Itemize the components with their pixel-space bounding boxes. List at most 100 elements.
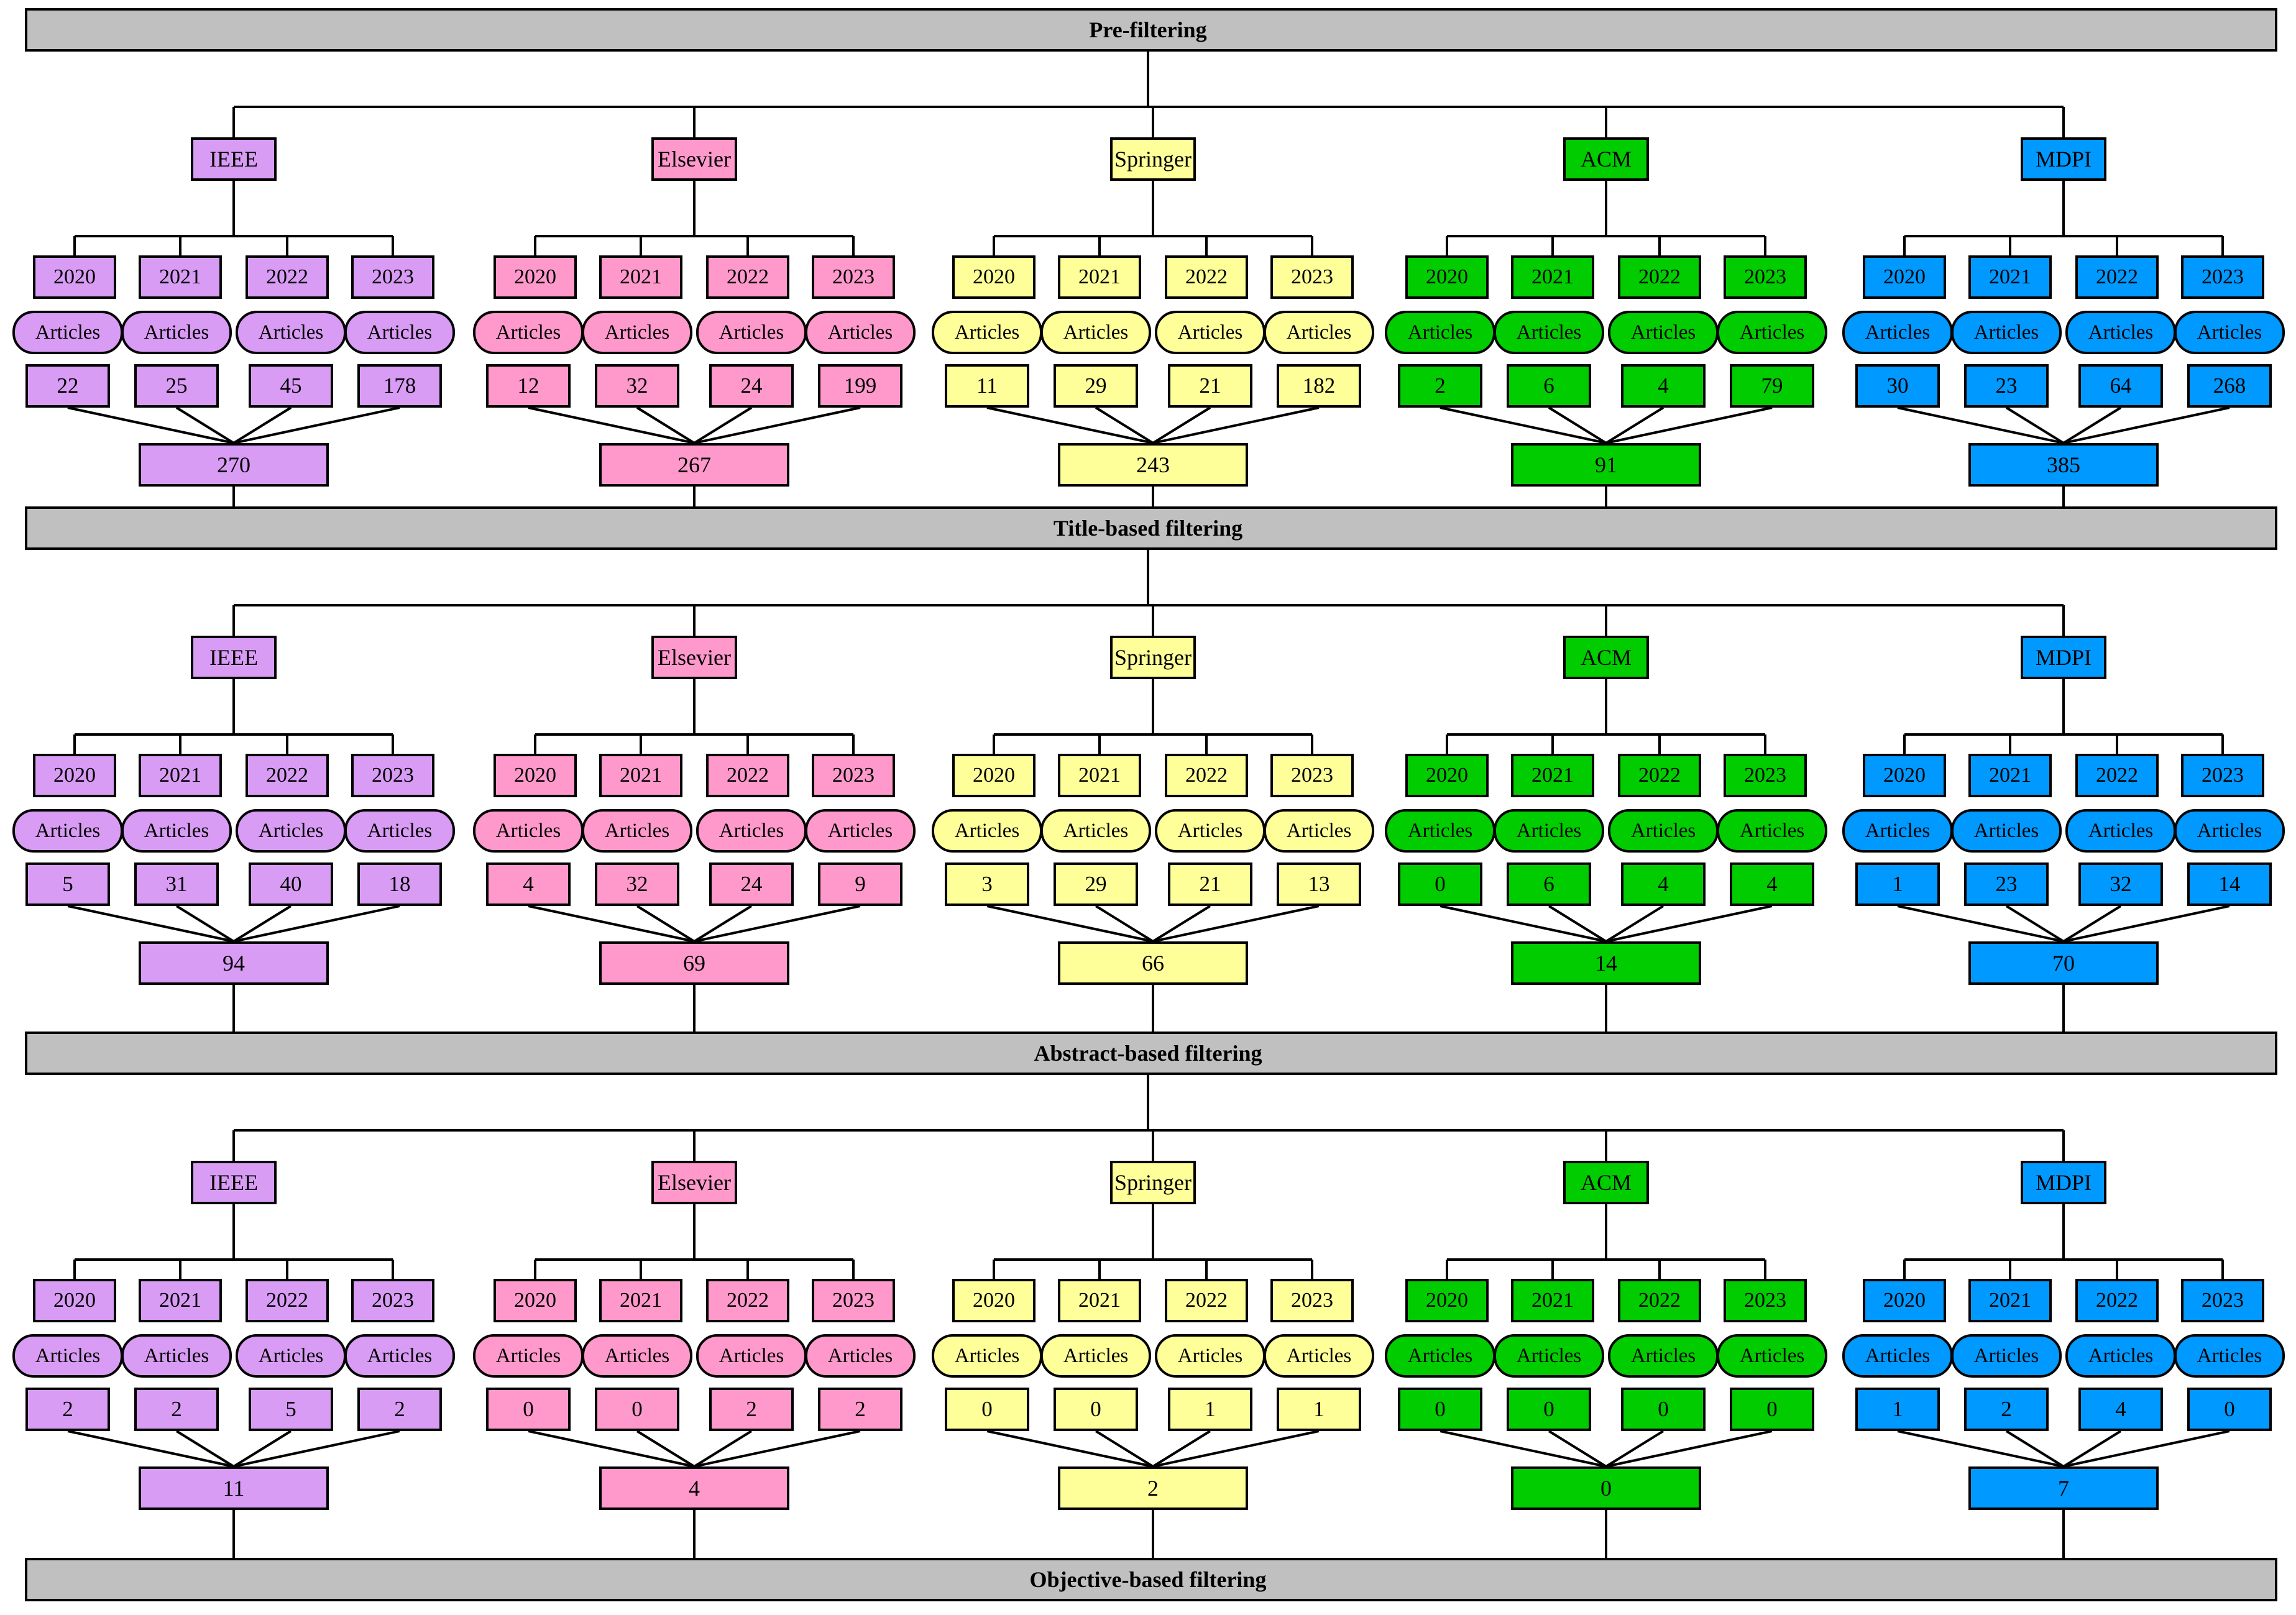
connector-line <box>986 1430 1154 1468</box>
connector-line <box>636 905 696 943</box>
count-box: 32 <box>595 364 679 408</box>
year-box: 2022 <box>246 754 329 797</box>
articles-pill: Articles <box>1842 809 1953 853</box>
articles-pill: Articles <box>12 809 123 853</box>
count-box: 4 <box>486 862 571 906</box>
connector-line <box>694 1430 861 1468</box>
publisher-box: Elsevier <box>651 1161 737 1204</box>
connector-line <box>67 406 234 444</box>
count-box: 29 <box>1054 364 1138 408</box>
connector-line <box>693 1430 753 1468</box>
articles-pill: Articles <box>1842 311 1953 354</box>
total-box: 94 <box>139 941 329 985</box>
count-box: 25 <box>134 364 219 408</box>
count-box: 0 <box>2187 1388 2272 1431</box>
connector-line <box>1152 406 1320 444</box>
year-box: 2023 <box>1724 754 1807 797</box>
year-box: 2022 <box>1165 1279 1248 1322</box>
connector-line <box>67 1430 234 1468</box>
total-box: 0 <box>1511 1466 1701 1510</box>
articles-pill: Articles <box>12 1334 123 1378</box>
articles-pill: Articles <box>1264 1334 1374 1378</box>
connector-line <box>528 905 695 943</box>
year-box: 2023 <box>2181 255 2264 299</box>
articles-pill: Articles <box>582 311 692 354</box>
articles-pill: Articles <box>932 809 1042 853</box>
total-box: 91 <box>1511 443 1701 487</box>
count-box: 14 <box>2187 862 2272 906</box>
articles-pill: Articles <box>1717 809 1827 853</box>
connector-line <box>1548 1430 1607 1468</box>
count-box: 2 <box>357 1388 442 1431</box>
connector-line <box>2063 1430 2230 1468</box>
year-box: 2023 <box>351 255 434 299</box>
count-box: 0 <box>1398 862 1482 906</box>
connector-line <box>1897 406 2064 444</box>
year-box: 2022 <box>1618 754 1701 797</box>
articles-pill: Articles <box>696 1334 807 1378</box>
year-box: 2023 <box>2181 1279 2264 1322</box>
count-box: 5 <box>249 1388 333 1431</box>
year-box: 2021 <box>139 754 222 797</box>
total-box: 7 <box>1968 1466 2159 1510</box>
publisher-box: IEEE <box>191 636 277 679</box>
connector-line <box>1548 406 1607 444</box>
count-box: 178 <box>357 364 442 408</box>
count-box: 9 <box>818 862 902 906</box>
count-box: 5 <box>25 862 110 906</box>
year-box: 2022 <box>1165 754 1248 797</box>
connector-line <box>232 406 292 444</box>
articles-pill: Articles <box>2174 311 2285 354</box>
count-box: 21 <box>1168 364 1252 408</box>
connector-line <box>2063 406 2230 444</box>
connector-line <box>1152 905 1211 943</box>
total-box: 270 <box>139 443 329 487</box>
articles-pill: Articles <box>582 1334 692 1378</box>
connector-line <box>67 905 234 943</box>
count-box: 0 <box>1054 1388 1138 1431</box>
articles-pill: Articles <box>1951 311 2062 354</box>
year-box: 2023 <box>1270 255 1354 299</box>
publisher-box: Springer <box>1110 636 1196 679</box>
count-box: 1 <box>1855 1388 1940 1431</box>
articles-pill: Articles <box>932 311 1042 354</box>
count-box: 22 <box>25 364 110 408</box>
articles-pill: Articles <box>805 809 916 853</box>
articles-pill: Articles <box>696 809 807 853</box>
year-box: 2021 <box>1511 255 1594 299</box>
count-box: 0 <box>486 1388 571 1431</box>
connector-line <box>2063 905 2230 943</box>
connector-line <box>2005 406 2065 444</box>
count-box: 4 <box>1621 862 1706 906</box>
year-box: 2021 <box>1968 1279 2052 1322</box>
connector-line <box>636 1430 696 1468</box>
publisher-box: ACM <box>1563 1161 1649 1204</box>
articles-pill: Articles <box>1040 1334 1151 1378</box>
articles-pill: Articles <box>1385 311 1495 354</box>
connector-line <box>694 406 861 444</box>
articles-pill: Articles <box>1951 809 2062 853</box>
year-box: 2021 <box>599 255 682 299</box>
connector-line <box>693 905 753 943</box>
connector-line <box>1605 406 1773 444</box>
year-box: 2020 <box>952 1279 1035 1322</box>
year-box: 2021 <box>139 255 222 299</box>
year-box: 2021 <box>1968 255 2052 299</box>
articles-pill: Articles <box>1608 809 1719 853</box>
publisher-box: Springer <box>1110 1161 1196 1204</box>
connector-line <box>2005 1430 2065 1468</box>
count-box: 268 <box>2187 364 2272 408</box>
articles-pill: Articles <box>236 311 346 354</box>
count-box: 32 <box>2078 862 2163 906</box>
year-box: 2022 <box>246 1279 329 1322</box>
publisher-box: MDPI <box>2021 1161 2106 1204</box>
count-box: 0 <box>595 1388 679 1431</box>
connector-line <box>1897 1430 2064 1468</box>
total-box: 11 <box>139 1466 329 1510</box>
publisher-box: MDPI <box>2021 636 2106 679</box>
count-box: 0 <box>1730 1388 1814 1431</box>
connector-line <box>694 905 861 943</box>
total-box: 14 <box>1511 941 1701 985</box>
year-box: 2022 <box>706 754 789 797</box>
